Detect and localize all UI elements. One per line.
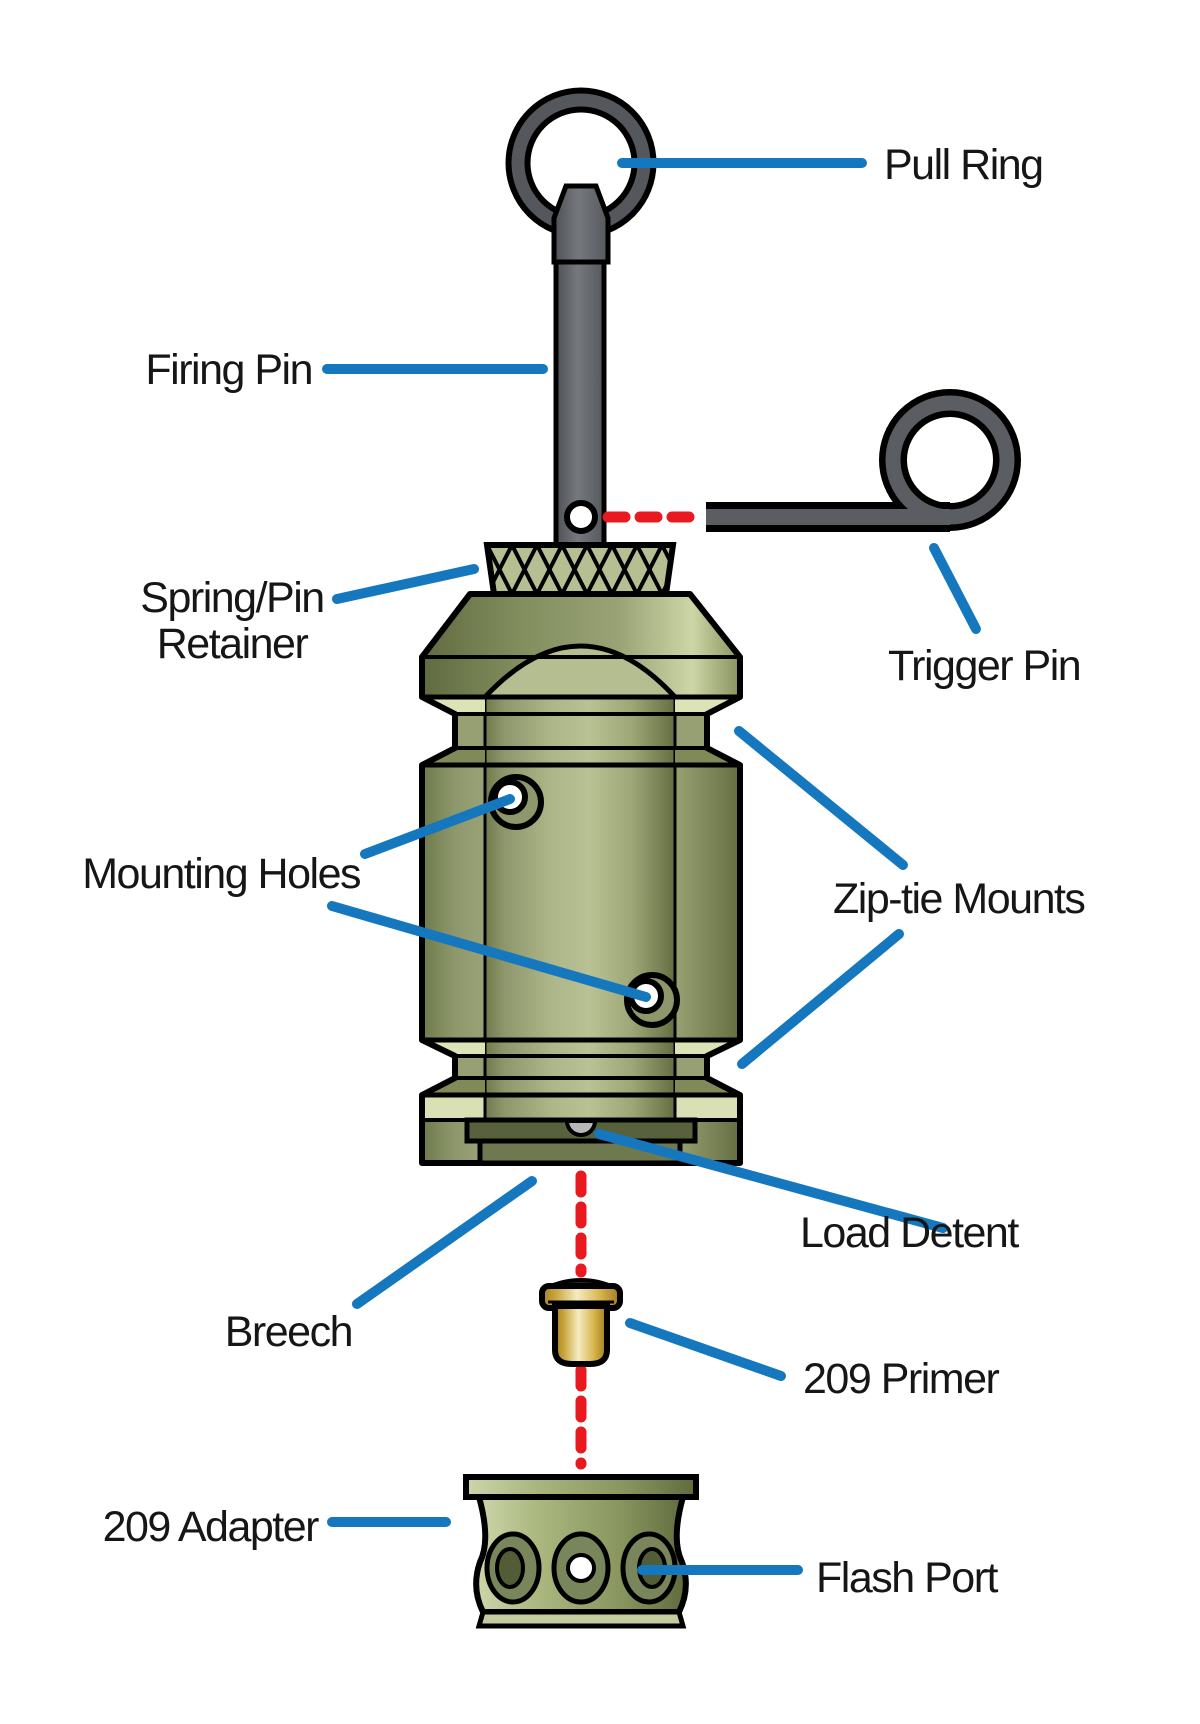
label-retainer-line1: Spring/Pin <box>140 574 323 622</box>
leader-primer <box>625 1318 786 1381</box>
spring-pin-retainer-graphic <box>483 542 677 597</box>
label-load-detent: Load Detent <box>800 1209 1019 1257</box>
label-firing-pin: Firing Pin <box>145 346 312 394</box>
leader-retainer <box>332 564 479 604</box>
firing-pin-graphic <box>551 183 611 549</box>
trigger-pin-graphic <box>706 389 1021 532</box>
part-labels: Pull Ring Firing Pin Spring/Pin Retainer… <box>82 141 1086 1602</box>
leader-load-detent <box>594 1129 948 1233</box>
label-trigger-pin: Trigger Pin <box>888 642 1080 690</box>
leader-mounting-lower <box>327 901 651 1002</box>
load-detent-ball <box>564 1119 598 1137</box>
label-flash-port: Flash Port <box>816 1554 999 1602</box>
flash-port-center <box>551 1531 611 1605</box>
label-retainer-line2: Retainer <box>157 620 309 668</box>
leader-mounting-upper <box>360 794 515 859</box>
firing-pin-hole <box>564 500 598 534</box>
label-zip-tie-mounts: Zip-tie Mounts <box>833 875 1084 923</box>
leader-trigger-pin <box>929 543 981 634</box>
leader-ziptie-lower <box>737 929 904 1069</box>
label-209-primer: 209 Primer <box>803 1355 999 1403</box>
leader-ziptie-upper <box>734 726 908 870</box>
label-breech: Breech <box>225 1308 352 1356</box>
label-pull-ring: Pull Ring <box>884 141 1043 189</box>
adapter-209-graphic <box>463 1474 699 1629</box>
label-mounting-holes: Mounting Holes <box>82 850 360 898</box>
alarm-body-graphic <box>419 591 743 1166</box>
primer-209-graphic <box>539 1278 623 1367</box>
leader-breech <box>352 1176 537 1309</box>
leader-lines <box>322 158 981 1575</box>
mounting-hole-lower <box>624 972 680 1028</box>
label-209-adapter: 209 Adapter <box>103 1503 320 1551</box>
flash-port-left <box>484 1531 542 1605</box>
